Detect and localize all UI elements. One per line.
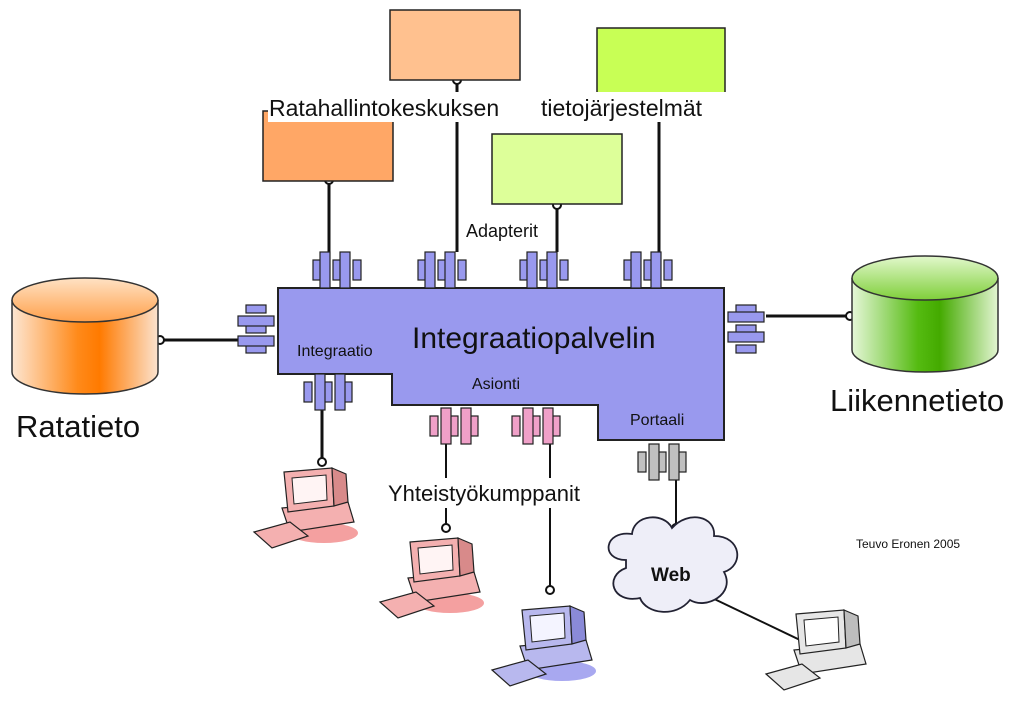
adapter-top-1 (312, 251, 362, 289)
partners-label-bg (386, 478, 614, 508)
credit-label: Teuvo Eronen 2005 (856, 537, 960, 551)
adapter-asionti-1 (429, 407, 479, 445)
rail-systems-label-left: Ratahallintokeskuksen (269, 95, 499, 121)
rail-system-box-green-top (596, 27, 726, 99)
rail-systems-label-bg (268, 92, 726, 122)
computer-integraatio (252, 467, 358, 549)
web-label: Web (651, 565, 691, 586)
computer-partner-1 (378, 537, 484, 619)
computer-web (764, 609, 867, 691)
adapter-left (237, 304, 275, 354)
adapter-top-2 (417, 251, 467, 289)
asionti-label: Asionti (472, 376, 520, 393)
adapter-portaali (637, 443, 687, 481)
adapter-right (727, 304, 765, 354)
adapter-top-4 (623, 251, 673, 289)
adapter-integraatio (303, 373, 353, 411)
rail-system-box-green-middle (491, 133, 623, 205)
portaali-label: Portaali (630, 412, 684, 429)
web-cloud (607, 516, 739, 613)
rail-systems-label-right: tietojärjestelmät (541, 95, 703, 121)
adapter-top-3 (519, 251, 569, 289)
adapter-asionti-2 (511, 407, 561, 445)
adapters-label: Adapterit (466, 221, 538, 241)
rail-system-box-orange-top (389, 9, 521, 81)
ratatieto-database (11, 277, 159, 395)
center-title: Integraatiopalvelin (412, 322, 656, 355)
partners-label: Yhteistyökumppanit (388, 481, 580, 506)
ratatieto-label: Ratatieto (16, 409, 140, 444)
computer-partner-2 (490, 605, 596, 687)
integraatio-label: Integraatio (297, 343, 373, 360)
liikennetieto-database (851, 255, 999, 373)
liikennetieto-label: Liikennetieto (830, 383, 1004, 418)
